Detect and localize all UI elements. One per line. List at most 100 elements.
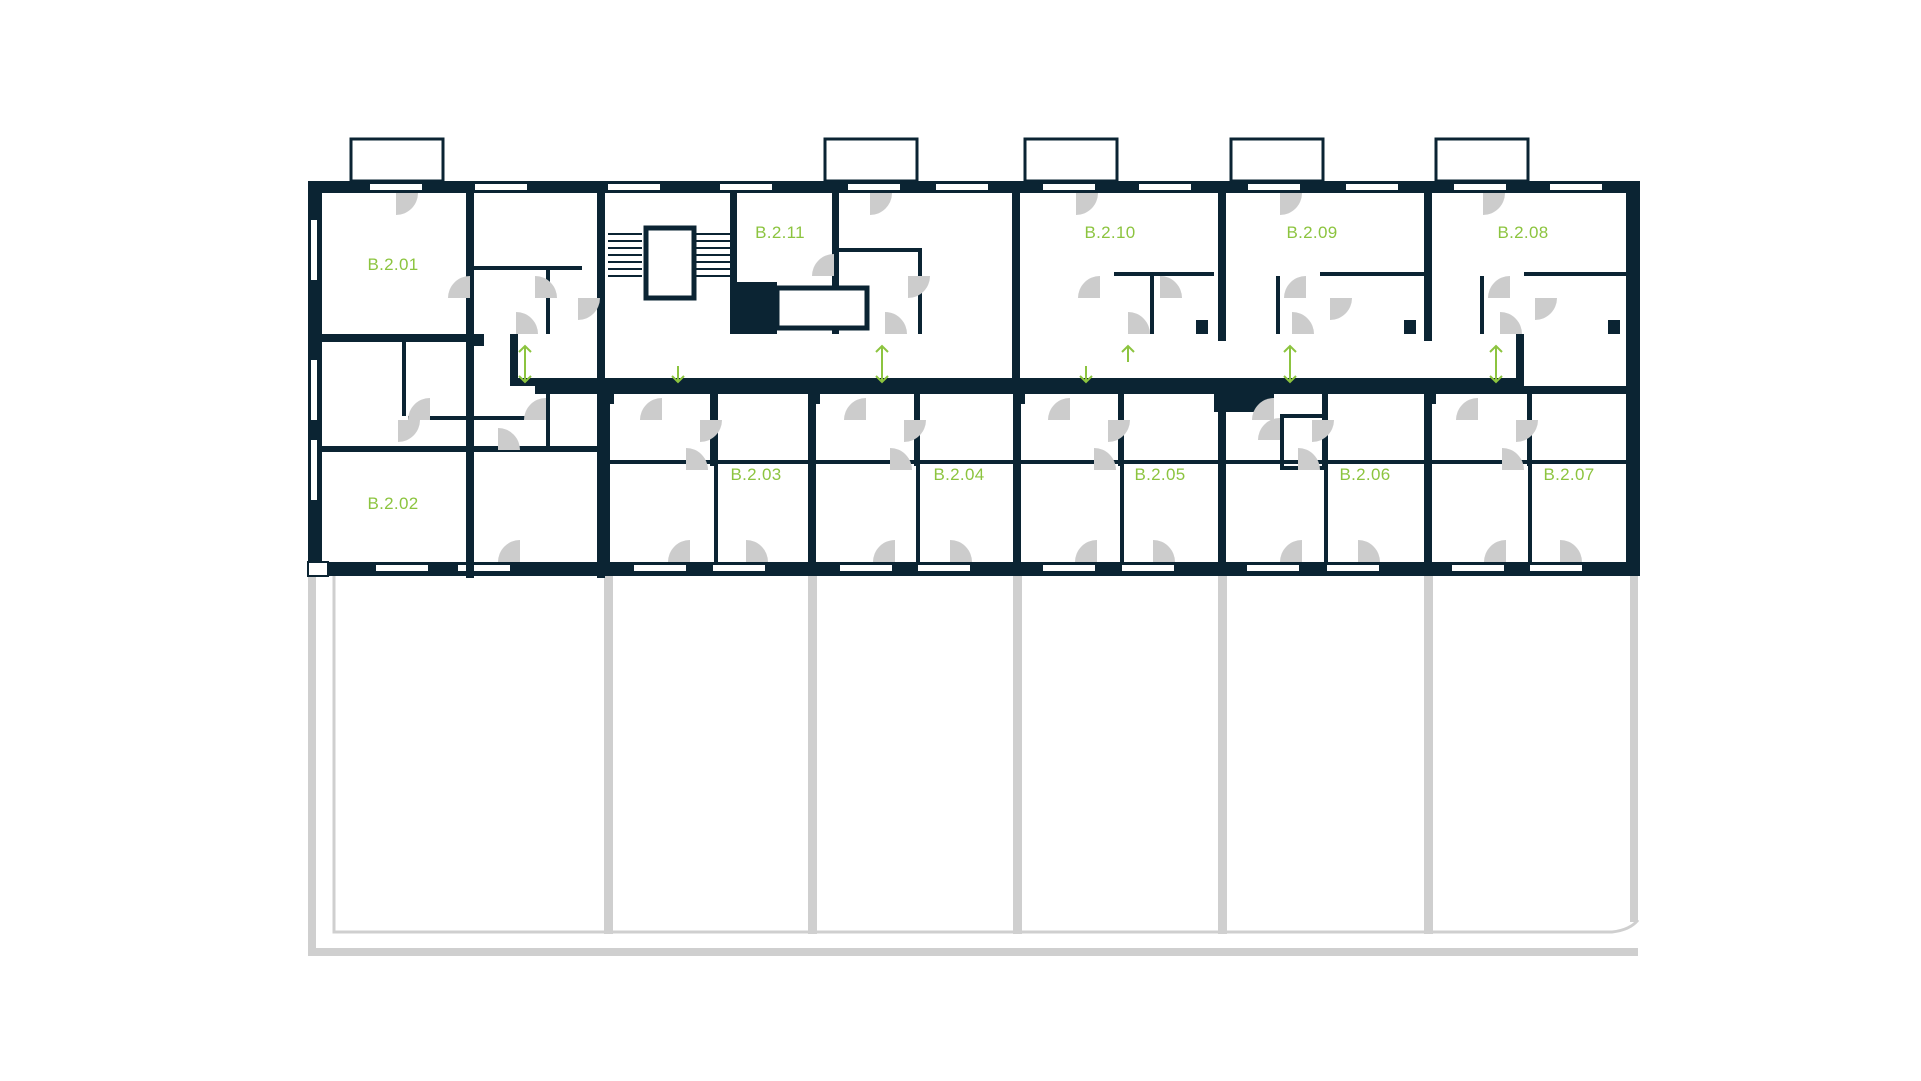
terrace-divider — [1424, 572, 1433, 934]
wall-v — [1013, 386, 1021, 562]
wall-v — [832, 193, 839, 334]
pillar — [1608, 320, 1620, 334]
wall-h — [322, 334, 472, 342]
door-swing — [524, 398, 546, 420]
window — [720, 184, 772, 190]
window — [634, 565, 686, 571]
door-swing — [1160, 276, 1182, 298]
unit-label-b201[interactable]: B.2.01 — [368, 255, 419, 274]
arrow-head — [1283, 375, 1297, 384]
door-swing — [1094, 448, 1116, 470]
pillar — [472, 334, 484, 346]
door-swing — [890, 448, 912, 470]
unit-label-b205[interactable]: B.2.05 — [1135, 465, 1186, 484]
arrow-head — [518, 344, 532, 353]
terrace-wall-bottom — [308, 948, 1638, 956]
window — [1248, 184, 1300, 190]
window — [458, 565, 510, 571]
entrance-arrow — [518, 344, 532, 384]
lift-shaft — [643, 225, 697, 301]
door-swing — [1312, 420, 1334, 442]
door-swing — [640, 398, 662, 420]
partition — [1528, 386, 1532, 562]
window — [713, 565, 765, 571]
door-swing — [1500, 312, 1522, 334]
partition — [1114, 272, 1214, 276]
arrow-head — [875, 344, 889, 353]
unit-label-b211[interactable]: B.2.11 — [755, 223, 805, 242]
door-swing — [1284, 276, 1306, 298]
door-swing — [535, 276, 557, 298]
unit-label-b208[interactable]: B.2.08 — [1498, 223, 1549, 242]
partition — [714, 386, 718, 562]
door-swing — [1280, 193, 1302, 215]
window — [311, 440, 317, 500]
window — [1247, 565, 1299, 571]
door-swing — [812, 254, 834, 276]
unit-label-b204[interactable]: B.2.04 — [934, 465, 985, 484]
door-swing — [396, 193, 418, 215]
unit-label-b210[interactable]: B.2.10 — [1085, 223, 1136, 242]
balcony-box — [349, 137, 445, 183]
wall-v — [1218, 193, 1226, 341]
partition — [1480, 276, 1484, 334]
balcony-box — [1229, 137, 1325, 183]
door-swing — [668, 540, 690, 562]
terrace-divider — [1218, 572, 1227, 934]
door-swing — [885, 312, 907, 334]
wall-v — [1218, 386, 1226, 562]
door-swing — [1280, 540, 1302, 562]
window — [1139, 184, 1191, 190]
unit-label-b202[interactable]: B.2.02 — [368, 494, 419, 513]
wall-v — [808, 386, 816, 562]
door-swing — [1076, 193, 1098, 215]
partition — [1324, 386, 1328, 562]
door-swing — [908, 276, 930, 298]
window — [1346, 184, 1398, 190]
entrance-arrow — [1079, 366, 1093, 384]
door-swing — [1108, 420, 1130, 442]
door-swing — [1252, 398, 1274, 420]
unit-label-b206[interactable]: B.2.06 — [1340, 465, 1391, 484]
entrance-arrow — [1283, 344, 1297, 384]
staircase — [608, 225, 730, 301]
terrace-wall-left — [308, 572, 316, 956]
partition — [1280, 414, 1324, 418]
outer-wall-right — [1626, 181, 1640, 576]
door-swing — [1516, 420, 1538, 442]
wall-v — [1424, 193, 1432, 341]
door-swing — [1535, 298, 1557, 320]
door-swing — [1075, 540, 1097, 562]
window — [475, 184, 527, 190]
terrace-inner-line — [332, 572, 1640, 934]
window — [608, 184, 660, 190]
wall-v — [597, 193, 605, 578]
partition — [1013, 460, 1219, 464]
wall-v — [1012, 193, 1020, 386]
door-swing — [1484, 540, 1506, 562]
entrance-arrow — [1121, 344, 1135, 362]
unit-label-b207[interactable]: B.2.07 — [1544, 465, 1595, 484]
door-swing — [498, 428, 520, 450]
door-swing — [1560, 540, 1582, 562]
outer-wall-bottom — [322, 562, 1640, 576]
door-swings — [396, 193, 1582, 562]
partition — [546, 386, 550, 448]
balcony-box — [823, 137, 919, 183]
arrow-head — [1489, 375, 1503, 384]
door-swing — [516, 312, 538, 334]
arrow-head — [1121, 344, 1135, 353]
partition — [472, 266, 582, 270]
door-swing — [686, 448, 708, 470]
partition — [1276, 276, 1280, 334]
window — [376, 565, 428, 571]
window — [840, 565, 892, 571]
unit-label-b203[interactable]: B.2.03 — [731, 465, 782, 484]
unit-label-b209[interactable]: B.2.09 — [1287, 223, 1338, 242]
partition — [1320, 272, 1424, 276]
door-swing — [870, 193, 892, 215]
door-swing — [844, 398, 866, 420]
door-swing — [873, 540, 895, 562]
pillar — [1404, 320, 1416, 334]
door-swing — [700, 420, 722, 442]
